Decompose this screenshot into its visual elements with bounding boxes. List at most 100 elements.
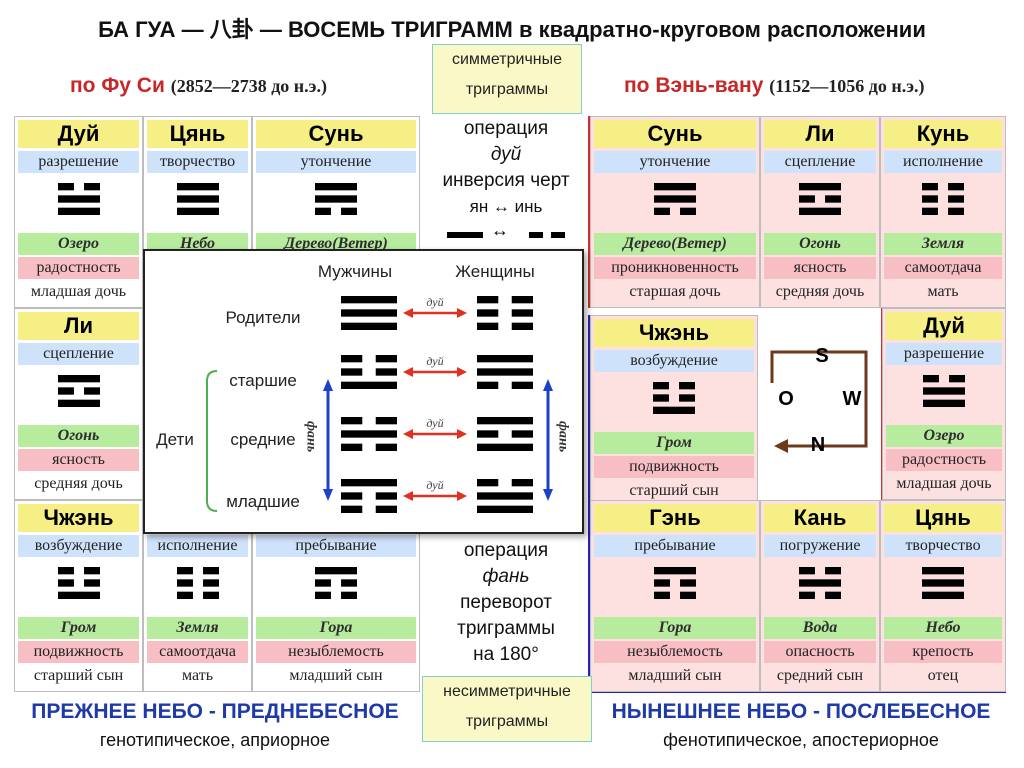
family-diagram-svg: Мужчины Женщины Родители Дети старшие ср… <box>156 262 571 513</box>
fan-arrow-women-head-top <box>543 379 553 391</box>
trigram-family: средняя дочь <box>775 283 865 300</box>
op-dui-line-4: ян ↔ инь <box>469 197 543 216</box>
col-women-label: Женщины <box>455 262 534 281</box>
swap-arrow: ↔ <box>491 220 509 240</box>
trigram-name: Сунь <box>256 120 416 148</box>
symmetric-line-2: триграммы <box>465 81 549 98</box>
trigram-quality: самоотдача <box>884 257 1002 279</box>
trigram-family: отец <box>927 667 959 684</box>
trigram-attr: разрешение <box>18 151 139 173</box>
trigram-attr: творчество <box>147 151 248 173</box>
dui-arrow-head <box>403 491 413 501</box>
fuxi-header: по Фу Си (2852—2738 до н.э.) <box>70 74 327 98</box>
trigram-xun-icon <box>253 183 419 223</box>
trigram-image: Гора <box>594 617 756 639</box>
yang-yin-lines: ↔ <box>447 220 577 246</box>
trigram-quality: радостность <box>886 449 1002 471</box>
trigram-attr: погружение <box>764 535 876 557</box>
col-men-label: Мужчины <box>318 262 392 281</box>
op-fan-line-3: переворот <box>460 592 552 613</box>
trigram-family: младшая дочь <box>896 475 992 492</box>
trigram-attr: пребывание <box>256 535 416 557</box>
family-diagram: Мужчины Женщины Родители Дети старшие ср… <box>143 249 584 534</box>
trigram-family: средний сын <box>776 667 864 684</box>
trigram-family: младший сын <box>628 667 722 684</box>
fuxi-name: по Фу Си <box>70 74 165 97</box>
row-parents-label: Родители <box>226 308 301 327</box>
trigram-li-icon <box>15 375 142 415</box>
group-children-label: Дети <box>156 430 194 449</box>
trigram-name: Сунь <box>594 120 756 148</box>
trigram-dui-icon <box>883 375 1005 415</box>
op-dui-line-1: операция <box>463 118 549 139</box>
overlay-qian-icon <box>341 296 397 330</box>
trigram-quality: подвижность <box>18 641 139 663</box>
compass-west: W <box>843 388 862 410</box>
trigram-quality: ясность <box>18 449 139 471</box>
trigram-image: Гром <box>18 617 139 639</box>
children-bracket <box>206 370 218 512</box>
symmetric-box: симметричные триграммы <box>432 44 582 114</box>
overlay-zhen-icon <box>341 355 397 389</box>
trigram-image: Вода <box>764 617 876 639</box>
bottom-right-subheading: фенотипическое, апостериорное <box>663 730 939 750</box>
fan-label-men: фань <box>304 421 319 452</box>
trigram-attr: сцепление <box>18 343 139 365</box>
compass-panel: S O W N <box>758 308 881 500</box>
trigram-qian-icon <box>881 567 1005 607</box>
page-title: БА ГУА — 八卦 — ВОСЕМЬ ТРИГРАММ в квадратн… <box>98 17 926 42</box>
trigram-name: Ли <box>764 120 876 148</box>
compass-south: S <box>815 345 828 367</box>
dui-arrow-head <box>403 429 413 439</box>
trigram-quality: незыблемость <box>594 641 756 663</box>
trigram-image: Озеро <box>886 425 1002 447</box>
op-fan-line-2: фань <box>482 566 530 587</box>
trigram-name: Цянь <box>147 120 248 148</box>
trigram-attr: утончение <box>594 151 756 173</box>
fan-label-women: фань <box>556 421 571 452</box>
trigram-zhen-icon <box>591 382 757 422</box>
trigram-attr: возбуждение <box>594 350 754 372</box>
trigram-family: мать <box>927 283 959 300</box>
op-fan-line-1: операция <box>463 540 549 561</box>
trigram-kun-icon <box>881 183 1005 223</box>
overlay-gen-icon <box>341 479 397 513</box>
dui-arrow-head <box>457 367 467 377</box>
dui-arrow-label: дуй <box>426 416 443 430</box>
trigram-image: Гора <box>256 617 416 639</box>
overlay-xun-icon <box>477 355 533 389</box>
trigram-quality: радостность <box>18 257 139 279</box>
trigram-name: Цянь <box>884 504 1002 532</box>
overlay-li-icon <box>477 417 533 451</box>
trigram-image: Огонь <box>764 233 876 255</box>
trigram-name: Дуй <box>886 312 1002 340</box>
trigram-dui-icon <box>15 183 142 223</box>
trigram-name: Чжэнь <box>594 319 754 347</box>
operation-fan-text: операция фань переворот триграммы на 180… <box>420 538 592 668</box>
trigram-family: старший сын <box>33 667 124 684</box>
trigram-family: средняя дочь <box>34 475 123 492</box>
asymmetric-box: несимметричные триграммы <box>422 676 592 742</box>
bottom-left-heading: ПРЕЖНЕЕ НЕБО - ПРЕДНЕБЕСНОЕ <box>31 700 399 723</box>
fan-arrow-men-head-top <box>323 379 333 391</box>
op-dui-line-2: дуй <box>490 144 522 165</box>
trigram-image: Дерево(Ветер) <box>594 233 756 255</box>
trigram-attr: пребывание <box>594 535 756 557</box>
fan-arrow-men-head-bottom <box>323 489 333 501</box>
asymmetric-line-2: триграммы <box>465 713 549 730</box>
row-elder-label: старшие <box>229 371 297 390</box>
trigram-image: Земля <box>884 233 1002 255</box>
trigram-attr: сцепление <box>764 151 876 173</box>
dui-arrow-head <box>403 308 413 318</box>
trigram-quality: самоотдача <box>147 641 248 663</box>
dui-arrow-label: дуй <box>426 478 443 492</box>
row-middle-label: средние <box>230 430 295 449</box>
trigram-image: Небо <box>884 617 1002 639</box>
trigram-gen-icon <box>591 567 759 607</box>
trigram-quality: проникновенность <box>594 257 756 279</box>
